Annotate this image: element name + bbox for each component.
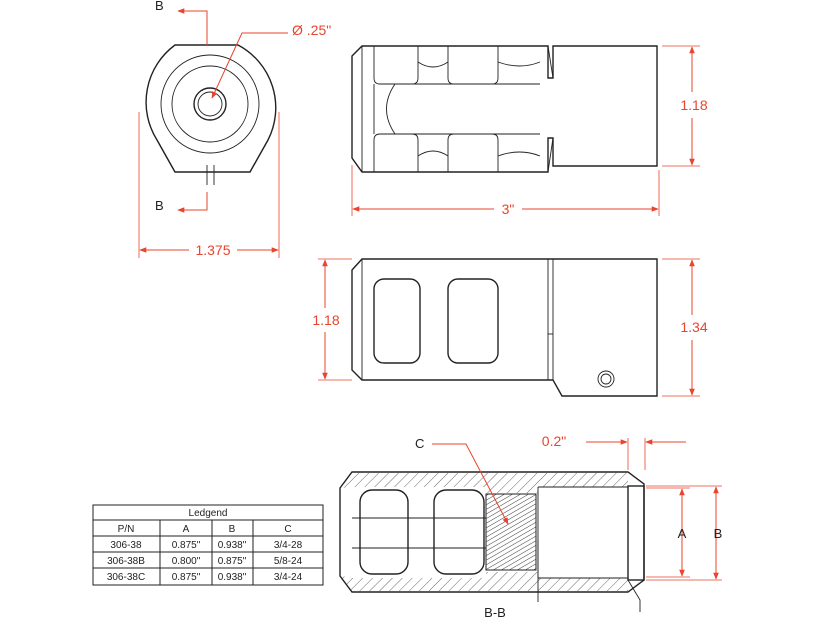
callout-c: C bbox=[415, 436, 509, 525]
legend-data-cell: 0.875" bbox=[172, 572, 201, 583]
height-side-right-label: 1.34 bbox=[680, 319, 707, 335]
section-view bbox=[339, 471, 645, 612]
outer-diameter-dimension: 1.375 bbox=[138, 112, 280, 258]
legend-data-cell: 3/4-28 bbox=[274, 540, 303, 551]
section-label-top: B bbox=[155, 0, 164, 13]
top-view bbox=[351, 45, 658, 173]
height-dimension-top: 1.18 bbox=[662, 45, 708, 167]
legend-data-cell: 5/8-24 bbox=[274, 556, 303, 567]
bore-diameter-label: Ø .25" bbox=[292, 22, 331, 38]
legend-data-cell: 0.875" bbox=[172, 540, 201, 551]
callout-c-label: C bbox=[415, 436, 424, 451]
legend-header-cell: B bbox=[229, 524, 236, 535]
section-label-bottom: B bbox=[155, 198, 164, 213]
outer-diameter-label: 1.375 bbox=[195, 242, 230, 258]
length-dimension: 3" bbox=[351, 165, 660, 217]
section-mark-top: B bbox=[155, 0, 208, 46]
chamfer-dimension: 0.2" bbox=[542, 433, 686, 470]
height-dimension-side-left: 1.18 bbox=[312, 258, 352, 381]
legend-data-cell: 3/4-24 bbox=[274, 572, 303, 583]
legend-data-cell: 306-38C bbox=[107, 572, 145, 583]
legend-title: Ledgend bbox=[189, 508, 228, 519]
dimension-a-label: A bbox=[678, 526, 687, 541]
legend-data-cell: 306-38 bbox=[110, 540, 142, 551]
side-view bbox=[351, 258, 658, 397]
height-top-label: 1.18 bbox=[680, 97, 707, 113]
chamfer-label: 0.2" bbox=[542, 433, 566, 449]
legend-data-cell: 0.875" bbox=[218, 556, 247, 567]
legend-header-cell: A bbox=[183, 524, 190, 535]
section-mark-bottom: B bbox=[155, 192, 208, 213]
height-side-left-label: 1.18 bbox=[312, 312, 339, 328]
legend-data-cell: 0.800" bbox=[172, 556, 201, 567]
dimension-b: B bbox=[646, 485, 723, 581]
legend-header-cell: C bbox=[284, 524, 291, 535]
legend-header-cell: P/N bbox=[118, 524, 135, 535]
legend-table: Ledgend P/N A B C 306-38 0.875" 0.938" 3/4-28 30… bbox=[92, 504, 324, 586]
length-label: 3" bbox=[502, 201, 515, 217]
legend-data-cell: 306-38B bbox=[107, 556, 145, 567]
section-view-label: B-B bbox=[484, 605, 506, 620]
dimension-a: A bbox=[646, 487, 690, 578]
bore-diameter-callout: Ø .25" bbox=[211, 22, 331, 99]
height-dimension-side-right: 1.34 bbox=[662, 258, 708, 397]
legend-data-cell: 0.938" bbox=[218, 540, 247, 551]
dimension-b-label: B bbox=[714, 526, 723, 541]
legend-data-cell: 0.938" bbox=[218, 572, 247, 583]
end-view bbox=[145, 44, 277, 185]
